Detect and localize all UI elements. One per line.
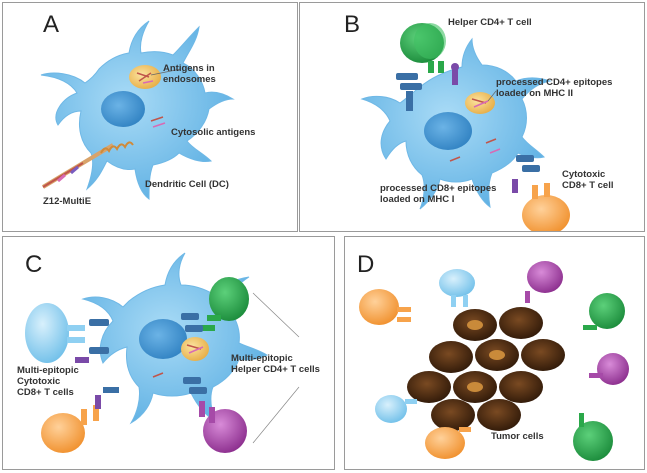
label-cytotoxic-1: Cytotoxic xyxy=(562,169,606,180)
label-dendritic-cell: Dendritic Cell (DC) xyxy=(145,179,229,190)
panel-letter: D xyxy=(357,251,375,278)
panel-b: B xyxy=(299,2,645,232)
light-blue-t-cell xyxy=(375,395,417,423)
antigen-presentation-diagram xyxy=(360,23,570,231)
light-blue-t-cell xyxy=(439,269,475,307)
purple-t-cell xyxy=(199,401,247,453)
label-multi-cyto-3: CD8+ T cells xyxy=(17,387,74,398)
tumor-cell-cluster xyxy=(407,307,565,431)
nucleus xyxy=(424,112,472,150)
label-cytotoxic-2: CD8+ T cell xyxy=(562,180,614,191)
nucleus xyxy=(139,319,187,359)
z12-multie-construct xyxy=(41,141,134,189)
orange-t-cell xyxy=(425,427,471,459)
multi-epitopic-diagram xyxy=(25,252,300,453)
label-cd8-epitopes-1: processed CD8+ epitopes xyxy=(380,183,497,194)
label-multi-helper-2: Helper CD4+ T cells xyxy=(231,364,320,375)
nucleus xyxy=(101,91,145,127)
panel-a: A Antigens in endosomes Cytosolic antige… xyxy=(2,2,298,232)
label-cd4-epitopes-2: loaded on MHC II xyxy=(496,88,574,99)
label-multi-helper-1: Multi-epitopic xyxy=(231,353,293,364)
mhc-ii-complex xyxy=(396,63,459,111)
purple-t-cell xyxy=(525,261,563,303)
cytotoxic-t-cell xyxy=(522,183,570,231)
endosome xyxy=(181,337,209,361)
label-multi-cyto-2: Cytotoxic xyxy=(17,376,61,387)
tumor-attack-diagram xyxy=(359,261,629,461)
orange-t-cell xyxy=(359,289,411,325)
label-antigens-endosomes-1: Antigens in xyxy=(163,63,215,74)
label-helper-cd4: Helper CD4+ T cell xyxy=(448,17,532,28)
label-z12-multie: Z12-MultiE xyxy=(43,196,92,207)
orange-t-cell xyxy=(41,405,99,453)
dendritic-cell-diagram xyxy=(40,20,235,201)
label-multi-cyto-1: Multi-epitopic xyxy=(17,365,79,376)
mhc-i-complex xyxy=(512,155,540,193)
label-cd4-epitopes-1: processed CD4+ epitopes xyxy=(496,77,613,88)
panel-letter: A xyxy=(43,11,60,38)
label-tumor-cells: Tumor cells xyxy=(491,431,544,442)
label-antigens-endosomes-2: endosomes xyxy=(163,74,216,85)
panel-letter: B xyxy=(344,11,361,38)
panel-d: D Tumor cells xyxy=(344,236,645,470)
label-cd8-epitopes-2: loaded on MHC I xyxy=(380,194,455,205)
helper-t-cell xyxy=(400,23,446,73)
green-t-cell xyxy=(583,293,625,330)
panel-letter: C xyxy=(25,251,43,278)
light-blue-t-cell xyxy=(25,303,85,363)
endosome xyxy=(465,92,495,114)
label-cytosolic-antigens: Cytosolic antigens xyxy=(171,127,256,138)
green-t-cell xyxy=(201,277,249,331)
panel-c: C xyxy=(2,236,335,470)
green-t-cell xyxy=(573,413,613,461)
purple-t-cell xyxy=(589,353,629,385)
